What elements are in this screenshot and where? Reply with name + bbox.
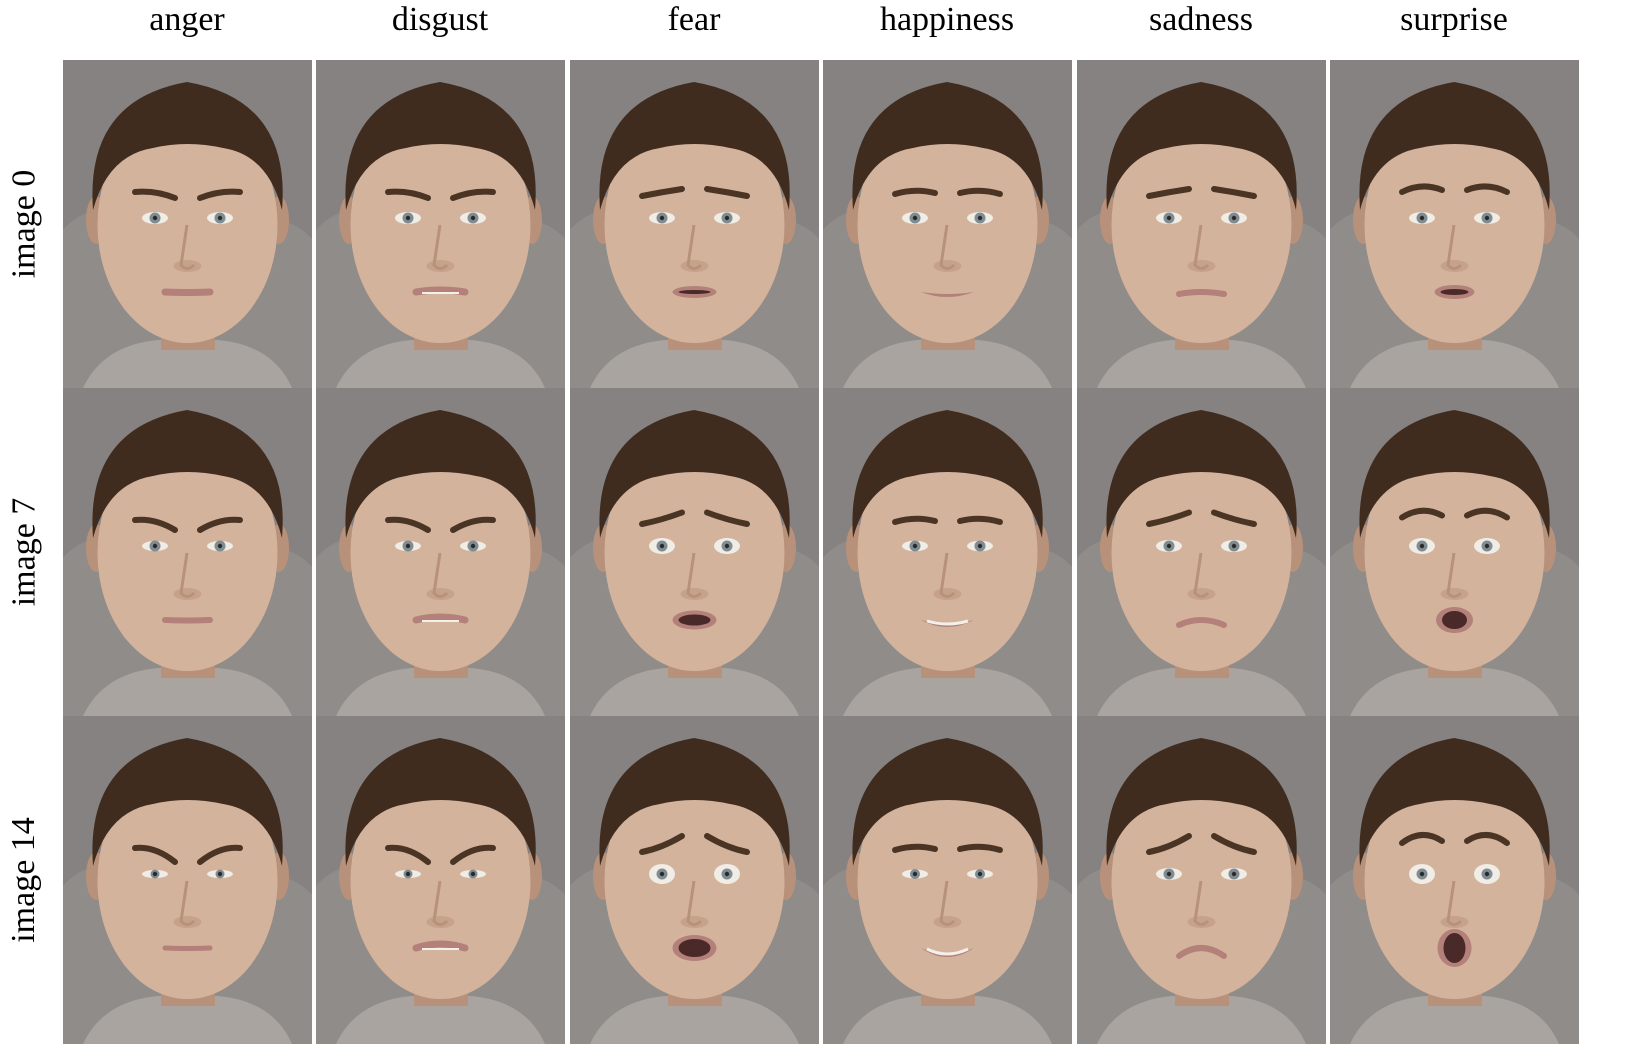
face-image-fear-row-0 xyxy=(570,60,819,388)
face-image-surprise-row-0 xyxy=(1330,60,1579,388)
face-image-sadness-row-0 xyxy=(1077,60,1326,388)
face-image-happiness-row-2 xyxy=(823,716,1072,1044)
column-label-sadness: sadness xyxy=(1149,1,1253,38)
face-photo xyxy=(570,716,819,1044)
column-label-fear: fear xyxy=(667,1,721,38)
face-image-sadness-row-2 xyxy=(1077,716,1326,1044)
face-image-surprise-row-2 xyxy=(1330,716,1579,1044)
face-photo xyxy=(823,388,1072,716)
face-photo xyxy=(1077,60,1326,388)
face-photo xyxy=(63,716,312,1044)
face-image-disgust-row-0 xyxy=(316,60,565,388)
face-photo xyxy=(1077,716,1326,1044)
face-image-happiness-row-0 xyxy=(823,60,1072,388)
face-photo xyxy=(63,60,312,388)
face-image-anger-row-0 xyxy=(63,60,312,388)
column-label-happiness: happiness xyxy=(879,1,1015,38)
face-image-disgust-row-1 xyxy=(316,388,565,716)
face-image-surprise-row-1 xyxy=(1330,388,1579,716)
face-photo xyxy=(570,388,819,716)
column-label-anger: anger xyxy=(149,1,225,38)
face-image-disgust-row-2 xyxy=(316,716,565,1044)
face-image-sadness-row-1 xyxy=(1077,388,1326,716)
face-image-fear-row-1 xyxy=(570,388,819,716)
column-label-disgust: disgust xyxy=(391,1,489,38)
face-image-anger-row-2 xyxy=(63,716,312,1044)
face-image-happiness-row-1 xyxy=(823,388,1072,716)
row-label-image-14: image 14 xyxy=(5,817,43,943)
face-photo xyxy=(316,60,565,388)
row-label-image-0: image 0 xyxy=(5,169,43,279)
column-label-surprise: surprise xyxy=(1400,1,1508,38)
row-label-image-7: image 7 xyxy=(5,497,43,607)
face-image-fear-row-2 xyxy=(570,716,819,1044)
face-photo xyxy=(316,388,565,716)
face-photo xyxy=(63,388,312,716)
face-photo xyxy=(1330,60,1579,388)
face-photo xyxy=(1330,388,1579,716)
face-photo xyxy=(823,60,1072,388)
face-photo xyxy=(823,716,1072,1044)
face-photo xyxy=(1330,716,1579,1044)
face-photo xyxy=(570,60,819,388)
face-image-anger-row-1 xyxy=(63,388,312,716)
face-photo xyxy=(1077,388,1326,716)
face-photo xyxy=(316,716,565,1044)
